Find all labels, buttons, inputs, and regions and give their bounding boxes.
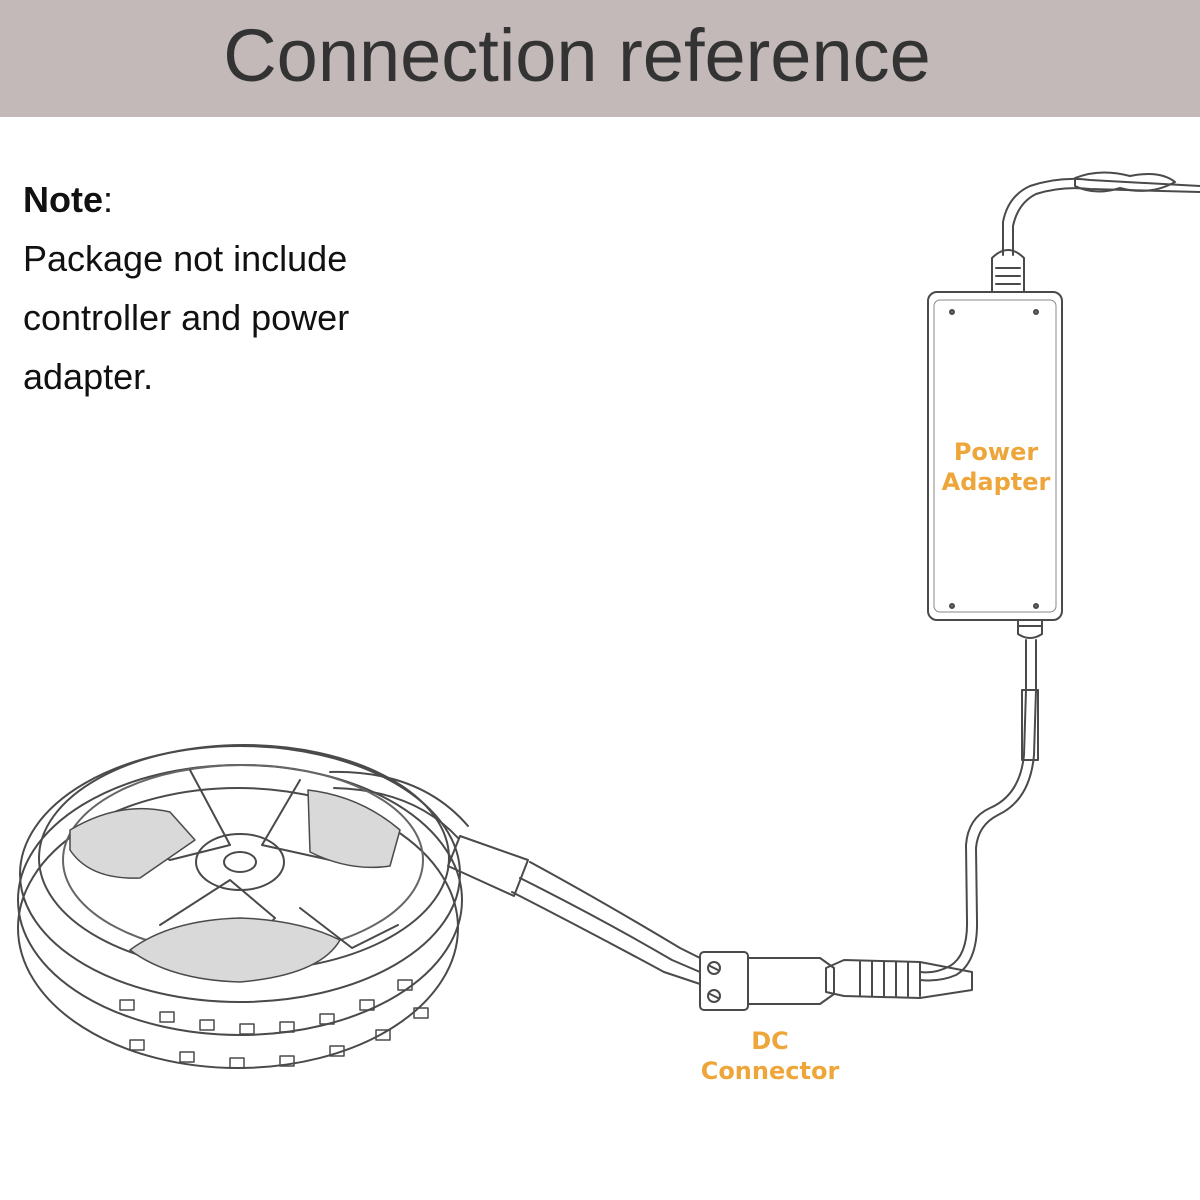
note-line-2: controller and power [23,297,350,338]
led-strip-reel-icon [17,744,469,1069]
note-title: Note: [23,170,349,229]
power-adapter-label-line-2: Adapter [941,468,1051,496]
adapter-input-cable-icon [991,171,1200,293]
page-title: Connection reference [223,14,931,97]
dc-connector-label: DC Connector [690,1026,850,1086]
power-adapter-label: Power Adapter [926,437,1066,497]
dc-connector-label-line-1: DC [751,1027,789,1055]
note-colon: : [103,179,114,220]
strip-lead-wires-icon [447,835,701,985]
power-adapter-label-line-1: Power [953,438,1039,466]
dc-connector-icon [699,951,973,1011]
adapter-output-cable-icon [919,639,1039,982]
note-block: Note: Package not include controller and… [23,170,349,406]
power-adapter-icon [927,291,1063,639]
note-line-3: adapter. [23,356,154,397]
dc-connector-label-line-2: Connector [700,1057,840,1085]
note-line-1: Package not include [23,238,348,279]
header-banner: Connection reference [0,0,1200,117]
note-title-text: Note [23,179,103,220]
